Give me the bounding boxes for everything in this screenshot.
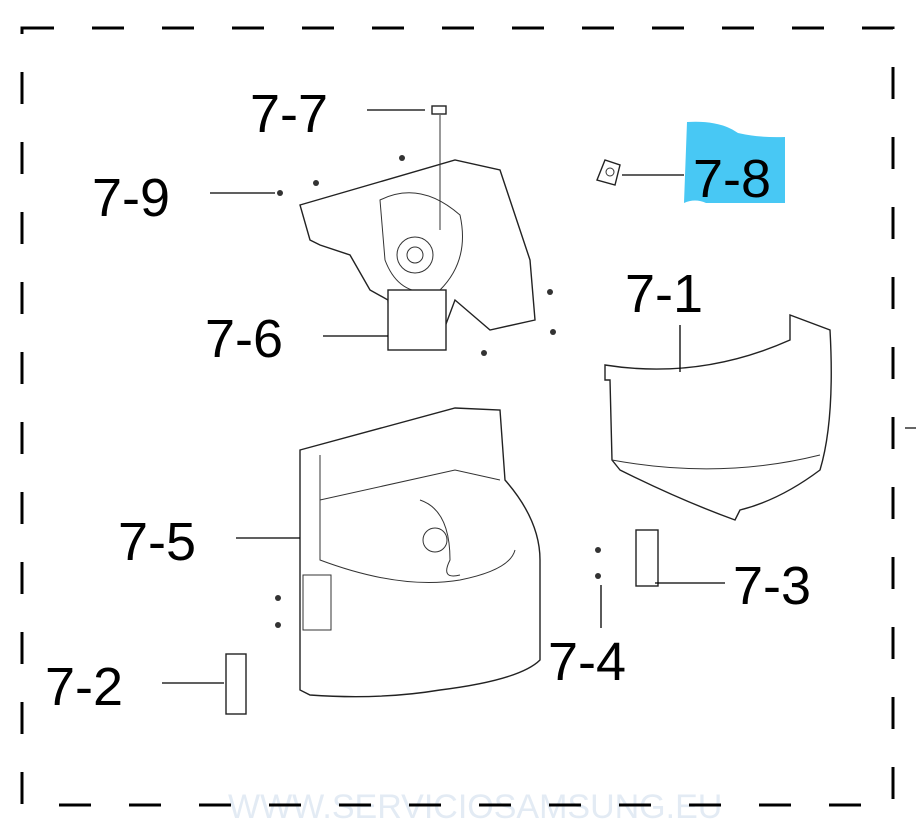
callout-7-5: 7-5 — [118, 512, 196, 572]
part-7-3 — [635, 529, 659, 587]
callout-7-3: 7-3 — [733, 556, 811, 616]
part-7-7 — [431, 105, 447, 115]
callout-7-9: 7-9 — [92, 168, 170, 228]
fan-housing-part — [299, 115, 536, 351]
callout-7-6: 7-6 — [205, 309, 283, 369]
cover-part-7-1 — [604, 313, 832, 521]
screws — [275, 155, 601, 628]
fan-bracket-7-6 — [387, 289, 447, 351]
callout-7-1: 7-1 — [625, 264, 703, 324]
callout-7-7: 7-7 — [250, 84, 328, 144]
part-7-2 — [225, 653, 247, 715]
dashed-border — [20, 26, 895, 807]
callout-7-2: 7-2 — [45, 657, 123, 717]
leader-lines — [162, 109, 725, 684]
bin-part-7-5 — [299, 407, 541, 698]
highlight-7-8 — [684, 121, 785, 203]
callout-7-8: 7-8 — [693, 149, 771, 209]
part-7-8 — [596, 159, 621, 186]
callout-7-4: 7-4 — [548, 632, 626, 692]
